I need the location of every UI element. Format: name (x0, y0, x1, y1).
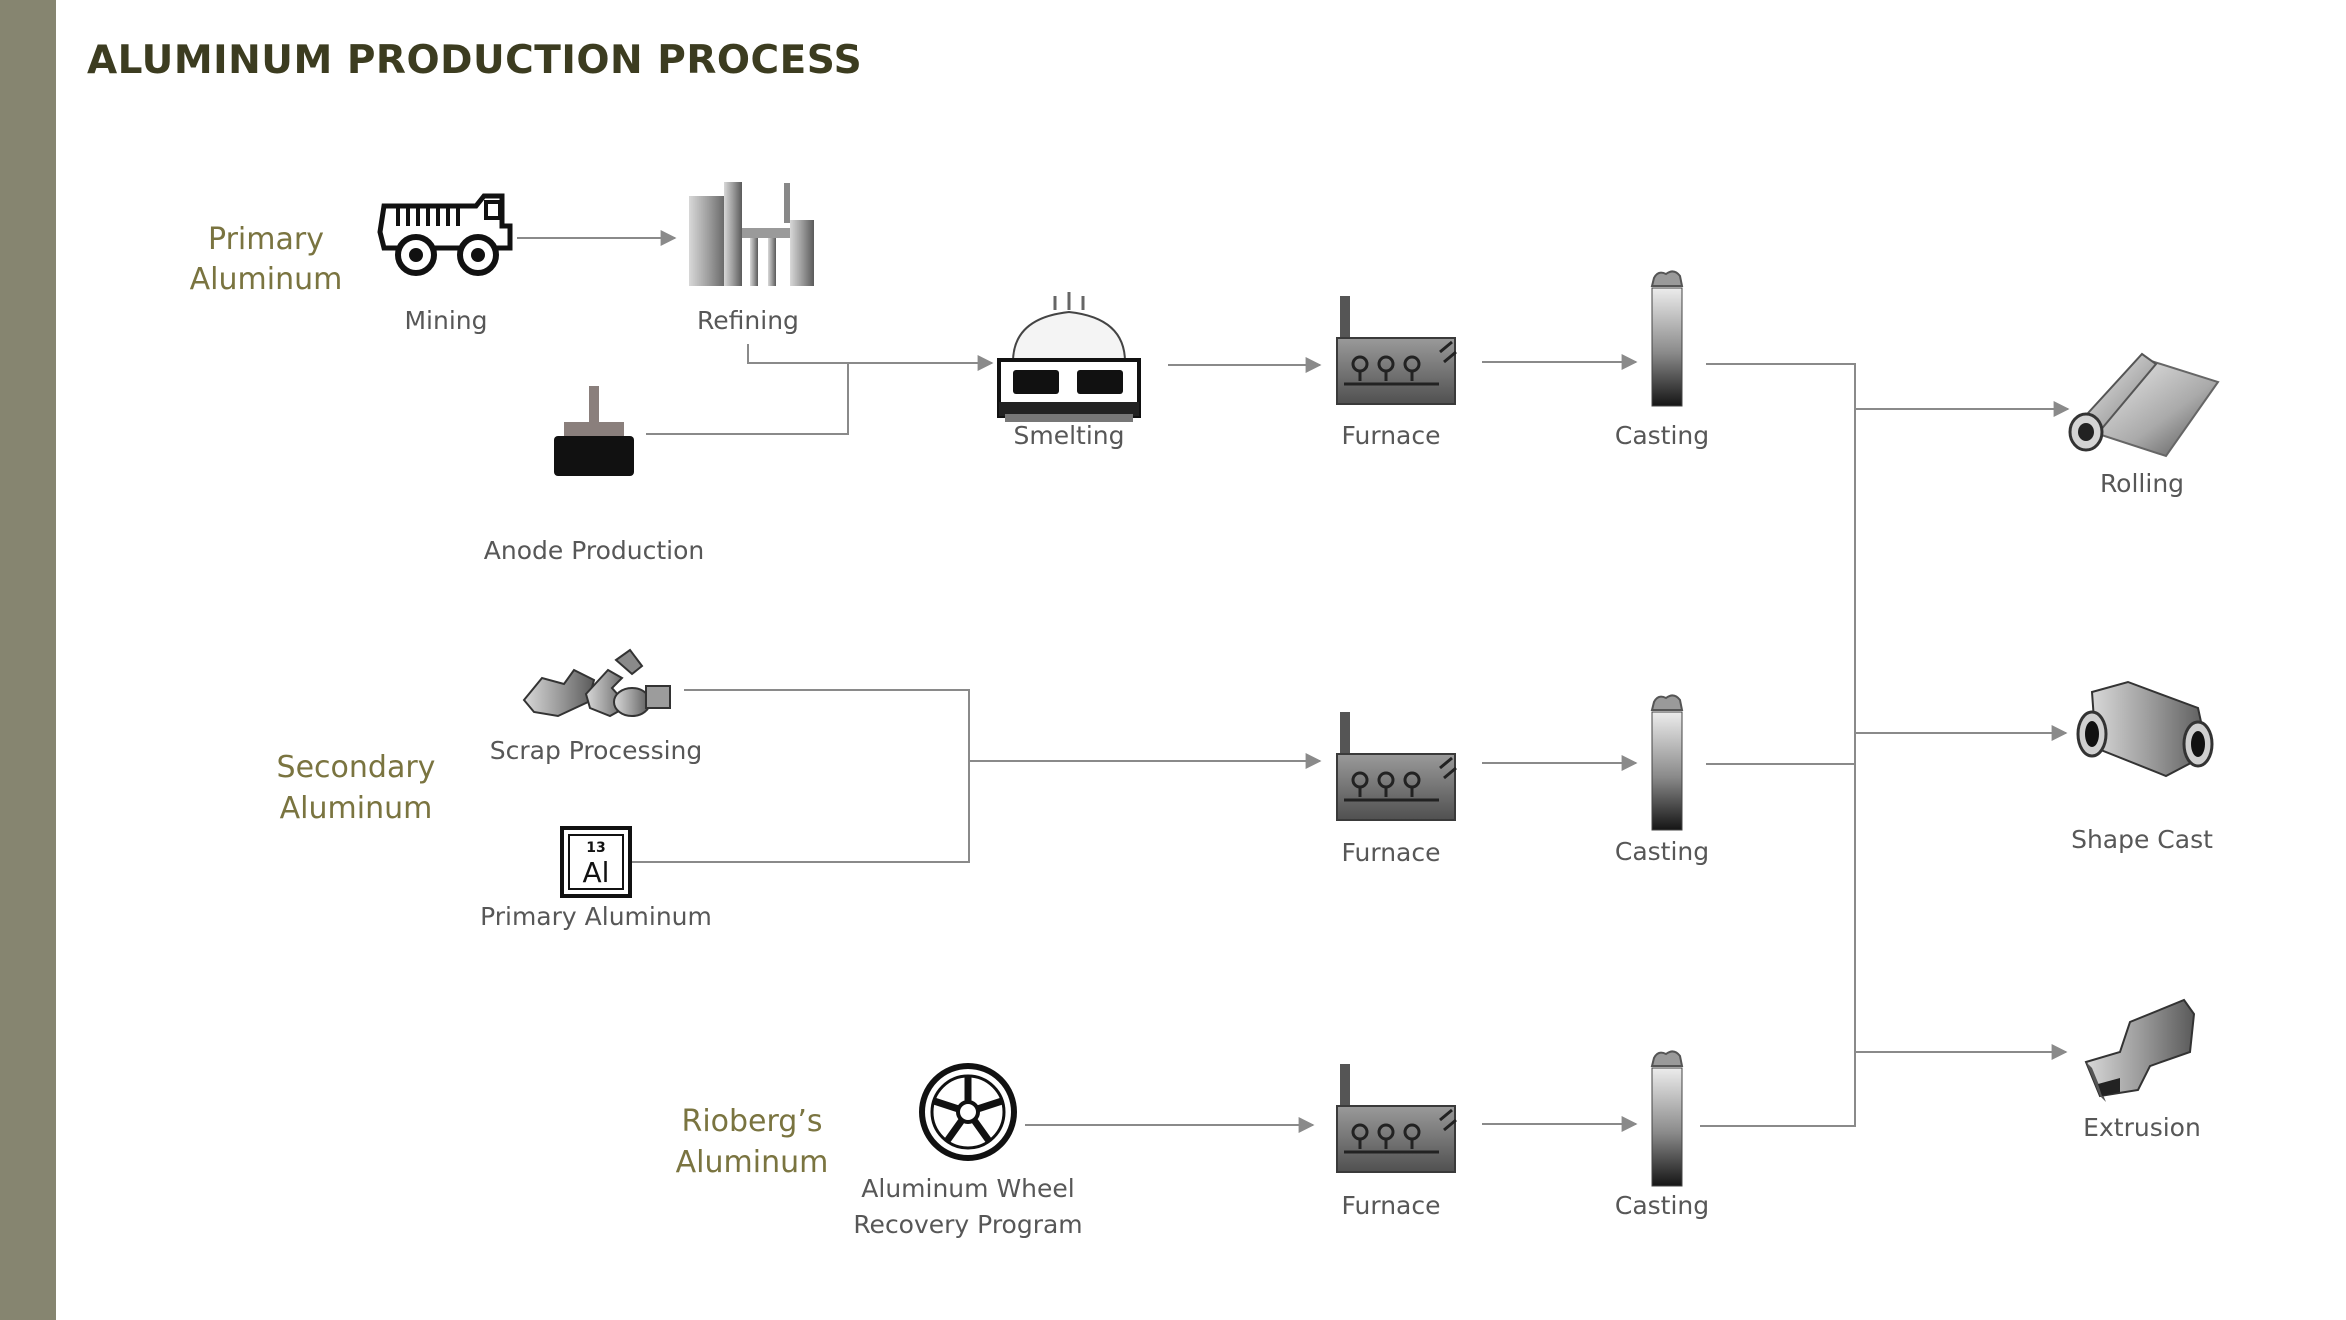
wheel-icon (919, 1063, 1017, 1161)
element-number: 13 (586, 840, 605, 856)
svg-text:Rioberg’s: Rioberg’s (681, 1104, 822, 1139)
group-label-rioberg: Rioberg’s Aluminum (676, 1104, 829, 1180)
svg-text:Aluminum: Aluminum (676, 1145, 829, 1180)
casting-2-label: Casting (1615, 837, 1709, 866)
node-smelting: Smelting (997, 292, 1141, 450)
svg-text:Aluminum: Aluminum (280, 791, 433, 826)
shape-cast-label: Shape Cast (2071, 825, 2213, 854)
group-label-secondary: Secondary Aluminum (277, 750, 436, 826)
shape-cast-part-icon (2076, 680, 2214, 778)
group-label-primary: Primary Aluminum (190, 222, 343, 297)
aluminum-element-icon: 13 Al (560, 826, 632, 898)
svg-text:Secondary: Secondary (277, 750, 436, 785)
smelting-label: Smelting (1013, 421, 1124, 450)
mining-label: Mining (404, 306, 487, 335)
node-anode-production: Anode Production (484, 386, 704, 565)
furnace-2-label: Furnace (1342, 838, 1441, 867)
extrusion-profile-icon (2084, 998, 2196, 1102)
wheel-recovery-label-line2: Recovery Program (853, 1210, 1082, 1239)
scrap-metal-icon (522, 648, 671, 718)
refinery-icon (689, 182, 814, 286)
primary-aluminum-label: Primary Aluminum (480, 902, 712, 931)
node-shape-cast: Shape Cast (2071, 680, 2214, 854)
casting-ingot-icon (1651, 694, 1683, 831)
node-casting-3: Casting (1615, 1050, 1709, 1220)
node-rolling: Rolling (2068, 352, 2220, 498)
casting-1-label: Casting (1615, 421, 1709, 450)
connector-anode-to-smelting (646, 363, 849, 435)
connector-secondary-inputs (627, 689, 970, 863)
node-refining: Refining (689, 182, 814, 335)
anode-icon (554, 386, 634, 476)
casting-ingot-icon (1651, 1050, 1683, 1187)
anode-production-label: Anode Production (484, 536, 704, 565)
node-casting-2: Casting (1615, 694, 1709, 866)
node-primary-aluminum: 13 Al Primary Aluminum (480, 826, 712, 931)
furnace-1-label: Furnace (1342, 421, 1441, 450)
rolling-label: Rolling (2100, 469, 2184, 498)
svg-text:Aluminum: Aluminum (190, 262, 343, 297)
node-furnace-1: Furnace (1335, 294, 1458, 450)
casting-3-label: Casting (1615, 1191, 1709, 1220)
casting-ingot-icon (1651, 270, 1683, 407)
node-scrap-processing: Scrap Processing (490, 648, 703, 765)
connector-casting-bus (1700, 363, 1856, 1127)
svg-text:Primary: Primary (208, 222, 324, 257)
page-title: ALUMINUM PRODUCTION PROCESS (87, 38, 863, 83)
mining-truck-icon (377, 193, 513, 276)
node-furnace-2: Furnace (1335, 710, 1458, 867)
connectors (517, 230, 2070, 1133)
sidebar-accent-bar (0, 0, 56, 1320)
furnace-icon (1335, 710, 1458, 822)
node-wheel-recovery: Aluminum Wheel Recovery Program (853, 1063, 1083, 1239)
wheel-recovery-label-line1: Aluminum Wheel (861, 1174, 1074, 1203)
extrusion-label: Extrusion (2083, 1113, 2201, 1142)
furnace-icon (1335, 1062, 1458, 1174)
scrap-processing-label: Scrap Processing (490, 736, 703, 765)
node-extrusion: Extrusion (2083, 998, 2201, 1142)
arrow-refining-to-smelting (747, 344, 994, 371)
node-mining: Mining (377, 193, 513, 335)
furnace-icon (1335, 294, 1458, 406)
smelting-pot-icon (997, 292, 1141, 422)
element-symbol: Al (583, 856, 610, 889)
refining-label: Refining (697, 306, 799, 335)
rolled-sheet-icon (2068, 352, 2220, 458)
node-casting-1: Casting (1615, 270, 1709, 450)
furnace-3-label: Furnace (1342, 1191, 1441, 1220)
node-furnace-3: Furnace (1335, 1062, 1458, 1220)
